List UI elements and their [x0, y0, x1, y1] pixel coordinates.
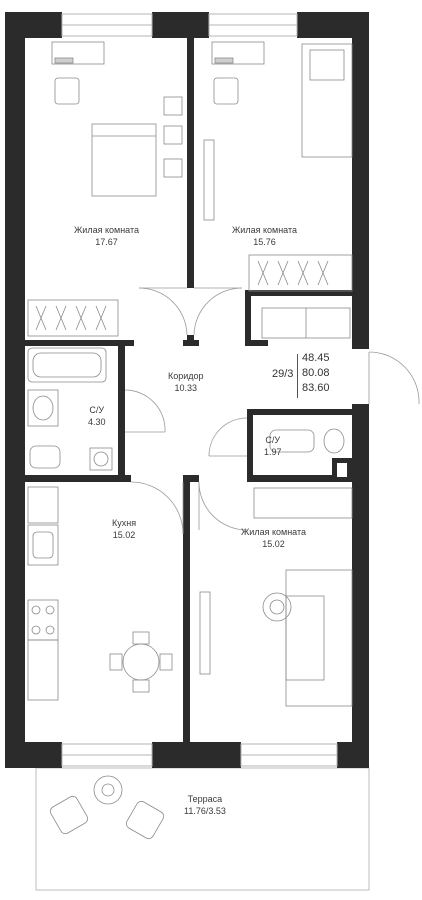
room-name: Жилая комната — [74, 225, 140, 235]
room-label-bath1: С/У 4.30 — [88, 404, 106, 428]
room-name: Терраса — [187, 794, 223, 804]
room-area: 15.02 — [112, 530, 136, 540]
room-name: Жилая комната — [232, 225, 298, 235]
room-label-living1: Жилая комната 17.67 — [74, 224, 139, 248]
room-label-living2: Жилая комната 15.76 — [232, 224, 297, 248]
room-name: Кухня — [112, 518, 137, 528]
room-area: 1.97 — [264, 447, 282, 457]
room-label-kitchen: Кухня 15.02 — [112, 517, 136, 541]
room-name: Жилая комната — [241, 527, 307, 537]
furniture — [27, 41, 353, 840]
room-label-corridor: Коридор 10.33 — [168, 370, 204, 394]
room-label-terrace: Терраса 11.76/3.53 — [184, 793, 226, 817]
floor-apartment-number: 29/3 — [272, 368, 294, 380]
room-area: 10.33 — [174, 383, 198, 393]
windows — [61, 13, 338, 767]
doors — [124, 287, 420, 535]
room-label-bath2: С/У 1.97 — [264, 434, 282, 458]
shaft — [337, 463, 347, 477]
room-area: 4.30 — [88, 417, 106, 427]
terrace-outline — [35, 767, 370, 891]
area-living: 48.45 — [302, 352, 330, 364]
room-area: 11.76/3.53 — [184, 806, 226, 816]
room-name: Коридор — [168, 371, 204, 381]
room-area: 15.02 — [262, 539, 285, 549]
area-full: 83.60 — [302, 382, 330, 394]
room-name: С/У — [265, 435, 281, 445]
room-label-living3: Жилая комната 15.02 — [241, 526, 306, 550]
room-area: 17.67 — [95, 237, 118, 247]
room-name: С/У — [89, 405, 105, 415]
apartment-summary: 29/3 48.45 80.08 83.60 — [268, 352, 360, 400]
area-total: 80.08 — [302, 367, 330, 379]
outer-walls — [5, 12, 369, 768]
room-area: 15.76 — [253, 237, 276, 247]
summary-divider — [297, 354, 298, 398]
